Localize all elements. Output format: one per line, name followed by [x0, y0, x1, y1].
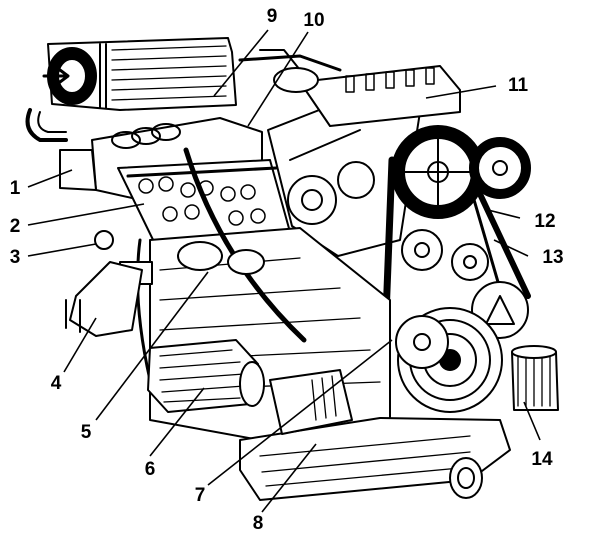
camshaft-pulley-far [469, 137, 531, 199]
oil-sump [239, 369, 511, 501]
leader-8 [261, 443, 317, 513]
callout-2: 2 [10, 216, 21, 237]
oil-filter [511, 345, 559, 411]
callout-10: 10 [303, 10, 324, 31]
callout-labels: 1 2 3 4 5 6 7 8 9 10 11 12 13 14 [10, 6, 564, 534]
dipstick-tube [183, 147, 307, 343]
leader-7 [207, 339, 393, 486]
starter-motor [147, 339, 265, 413]
leader-9 [213, 29, 269, 97]
callout-14: 14 [531, 449, 553, 470]
exhaust-manifold [65, 230, 143, 337]
leader-11 [425, 85, 497, 99]
leader-2 [27, 203, 145, 226]
leader-13 [493, 239, 529, 257]
leader-14 [523, 401, 541, 441]
callout-8: 8 [253, 513, 264, 534]
callout-1: 1 [10, 178, 21, 199]
callout-9: 9 [267, 6, 278, 27]
idler-pulley [451, 243, 489, 281]
callout-3: 3 [10, 247, 21, 268]
callout-4: 4 [51, 373, 62, 394]
leader-10 [247, 31, 309, 127]
callout-13: 13 [542, 247, 563, 268]
left-cylinder-head [117, 159, 291, 251]
leader-4 [63, 317, 97, 373]
callout-5: 5 [81, 422, 92, 443]
leader-5 [95, 271, 209, 421]
leader-3 [27, 243, 97, 257]
callout-7: 7 [195, 485, 206, 506]
leader-12 [487, 209, 521, 219]
right-cylinder-head [238, 49, 461, 127]
callout-12: 12 [534, 211, 555, 232]
drain-plug [449, 457, 483, 499]
leader-1 [27, 169, 73, 188]
callout-6: 6 [145, 459, 156, 480]
belt-tensioner [401, 229, 443, 271]
leader-6 [149, 387, 205, 457]
air-intake-duct [25, 37, 237, 142]
callout-11: 11 [508, 75, 529, 96]
leader-lines [27, 29, 541, 513]
power-steering-pulley [395, 315, 449, 369]
